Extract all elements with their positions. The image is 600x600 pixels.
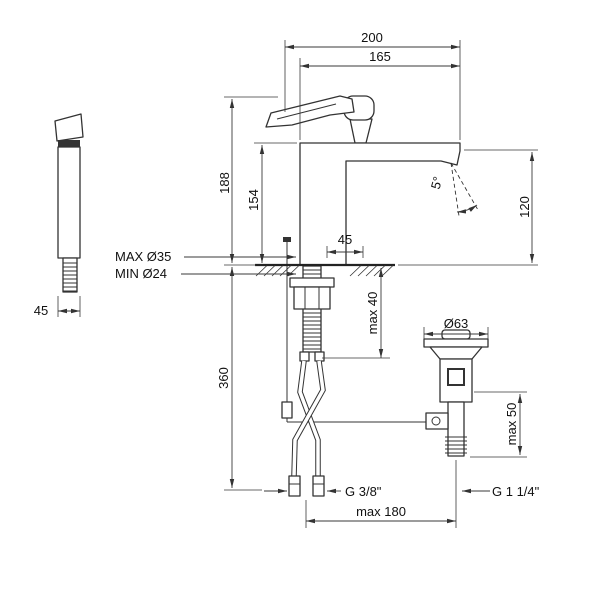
hose-nut-left [299,351,310,362]
label-g114: G 1 1/4" [492,484,540,499]
angle-arc [456,204,478,214]
side-view-handle [54,113,84,142]
label-hole-min: MIN Ø24 [115,266,167,281]
handle-detail-line [276,103,337,120]
pop-up-waste-assembly [423,329,489,457]
label-hole-max: MAX Ø35 [115,249,171,264]
side-view [54,113,84,293]
lift-rod-knob [283,237,291,242]
deck-hatch [255,265,394,277]
horseshoe-washer [289,277,335,288]
shank-threads [303,269,321,350]
side-view-handle-gap [58,140,80,147]
label-45-base: 45 [338,232,352,247]
angle-ray-right [450,162,479,211]
ball-joint [431,416,441,426]
waste-flange [423,338,489,348]
side-view-shank-threads [63,262,77,292]
hose-connector-left [288,475,301,497]
label-188: 188 [217,172,232,194]
nut-facets [304,287,320,309]
label-max50: max 50 [504,403,519,446]
overflow-window [447,368,465,386]
label-max180: max 180 [356,504,406,519]
waste-plug-cap [441,329,471,340]
mounting-deck [255,263,395,277]
hose-nut-right [314,351,325,362]
label-165: 165 [369,49,391,64]
hose-connector-right [312,475,325,497]
waste-body [439,358,473,403]
mounting-nut [293,286,331,310]
label-360: 360 [216,367,231,389]
angle-ray-left [450,162,460,217]
dimensions: 200 165 188 154 360 45 120 MAX Ø35 MIN Ø… [34,30,540,528]
under-deck-assembly [281,265,426,497]
waste-neck [429,346,483,360]
label-g38: G 3/8" [345,484,382,499]
handle-lever [265,95,355,128]
label-200: 200 [361,30,383,45]
spout-body [299,142,461,266]
handle-neck [349,118,373,144]
ball-rod-housing [425,412,449,430]
tailpipe-threads [445,436,467,454]
supply-hose-b [291,360,326,477]
side-view-body [57,146,81,259]
label-45-side: 45 [34,303,48,318]
label-o63: Ø63 [444,316,469,331]
label-max40: max 40 [365,292,380,335]
spout-angle-indicator: 5° [428,162,479,217]
label-154: 154 [246,189,261,211]
rod-adjuster [281,401,293,419]
label-120: 120 [517,196,532,218]
waste-tailpipe [447,401,465,457]
faucet-front-view [265,95,461,266]
angle-label: 5° [428,175,446,191]
